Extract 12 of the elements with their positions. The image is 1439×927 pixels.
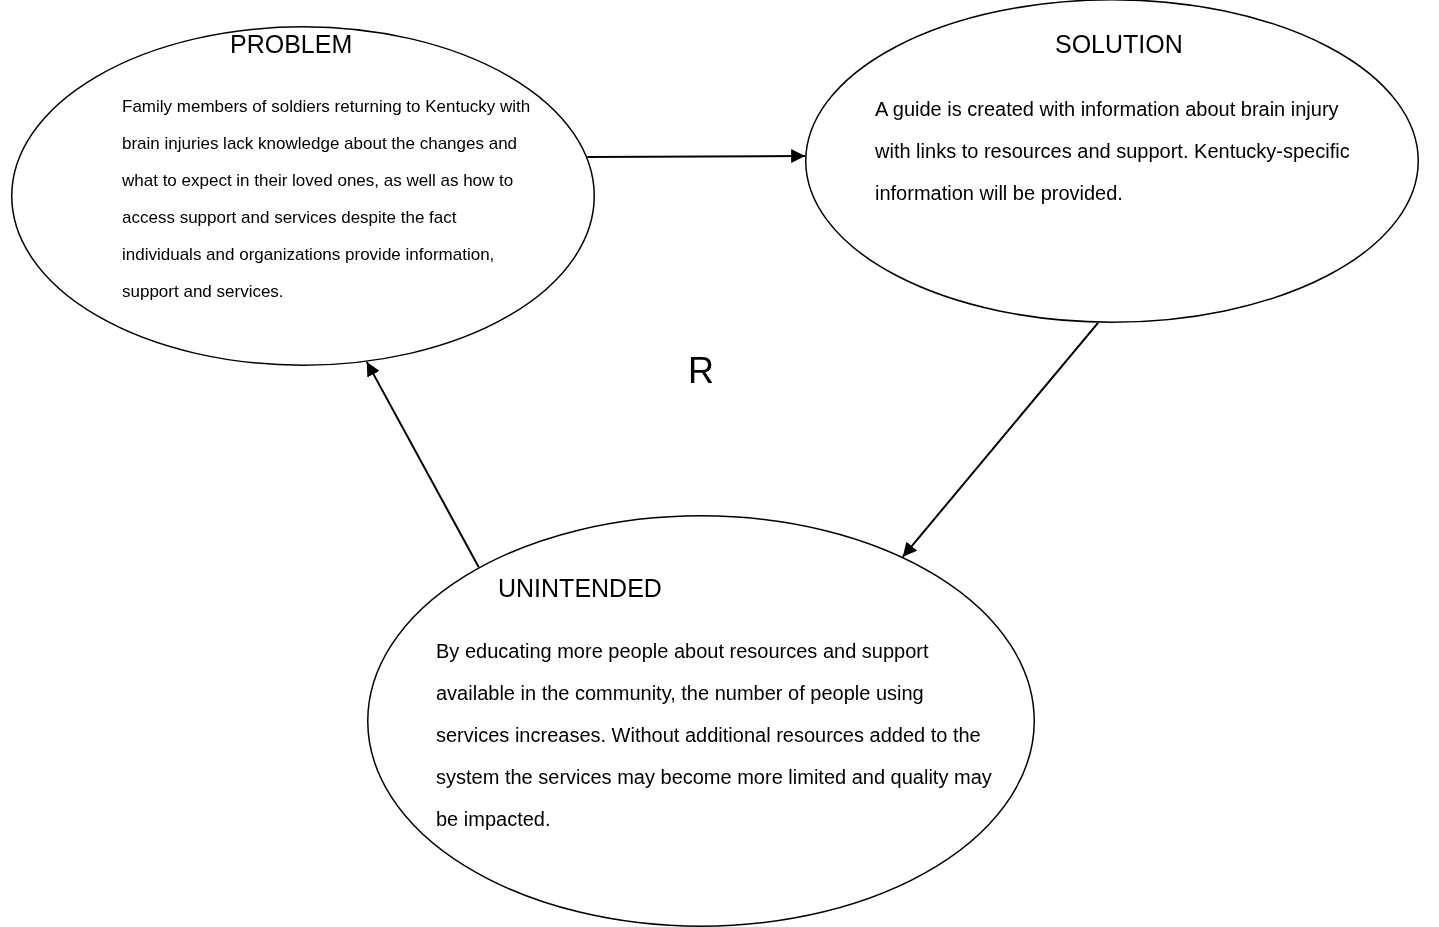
node-text: By educating more people about resources and support available in the community, the number of people using services increases. Without additional resources added to the system the services may become more limited and quality may be impacted.: [436, 639, 993, 832]
node-heading: PROBLEM: [230, 30, 353, 59]
ellipse-node: [367, 515, 1035, 927]
ellipse-node: [11, 26, 595, 366]
node-heading: SOLUTION: [1055, 30, 1183, 59]
arrow: [586, 149, 807, 164]
node-heading: UNINTENDED: [498, 574, 662, 603]
node-text: Family members of soldiers returning to Kentucky with brain injuries lack knowledge about the changes and what to expect in their loved ones, as well as how to access support and services despite the fact individuals and organizations provide information, support and services.: [122, 96, 532, 303]
node-text: A guide is created with information about brain injury with links to resources and support. Kentucky-specific information will be provided.: [875, 97, 1351, 206]
arrow: [365, 360, 480, 569]
loop-label: R: [688, 350, 714, 392]
arrow: [901, 321, 1099, 558]
